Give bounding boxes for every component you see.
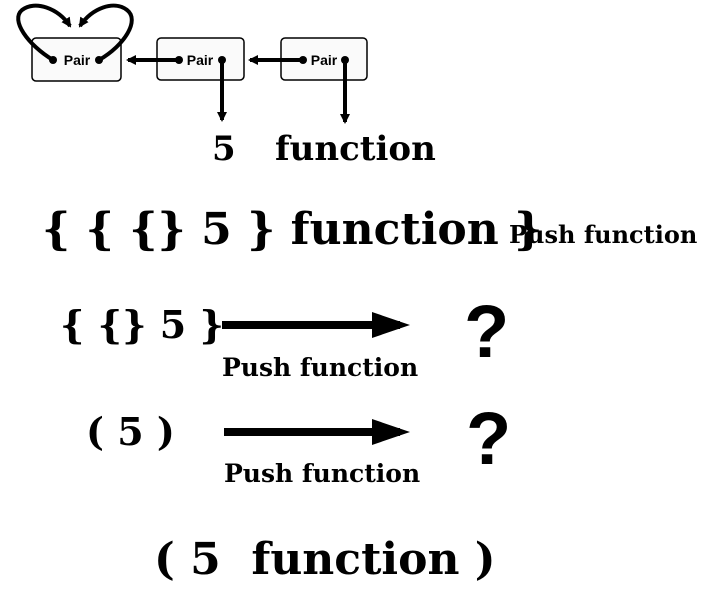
- row2-push-label: Push function: [222, 353, 419, 382]
- row3-arrowhead: [372, 419, 410, 445]
- self-loop-left-arrow: [16, 3, 72, 62]
- pair-box-1: [31, 37, 122, 82]
- self-loop-right-arrow: [78, 3, 134, 62]
- main-push-label: Push function: [509, 220, 698, 249]
- pair-label-1: Pair: [64, 52, 91, 68]
- car-value-function: function: [275, 129, 436, 169]
- car-value-5: 5: [212, 129, 236, 169]
- row3-expression: ( 5 ): [86, 409, 175, 454]
- row3-push-label: Push function: [224, 459, 421, 488]
- main-expression: { { {} 5 } function }: [42, 204, 543, 255]
- final-expression: ( 5 function ): [154, 534, 496, 585]
- row2-arrowhead: [372, 312, 410, 338]
- pair-label-2: Pair: [187, 52, 214, 68]
- row2-expression: { {} 5 }: [60, 302, 224, 347]
- row3-result: ?: [466, 397, 512, 480]
- pair-label-3: Pair: [311, 52, 338, 68]
- row2-result: ?: [464, 290, 510, 373]
